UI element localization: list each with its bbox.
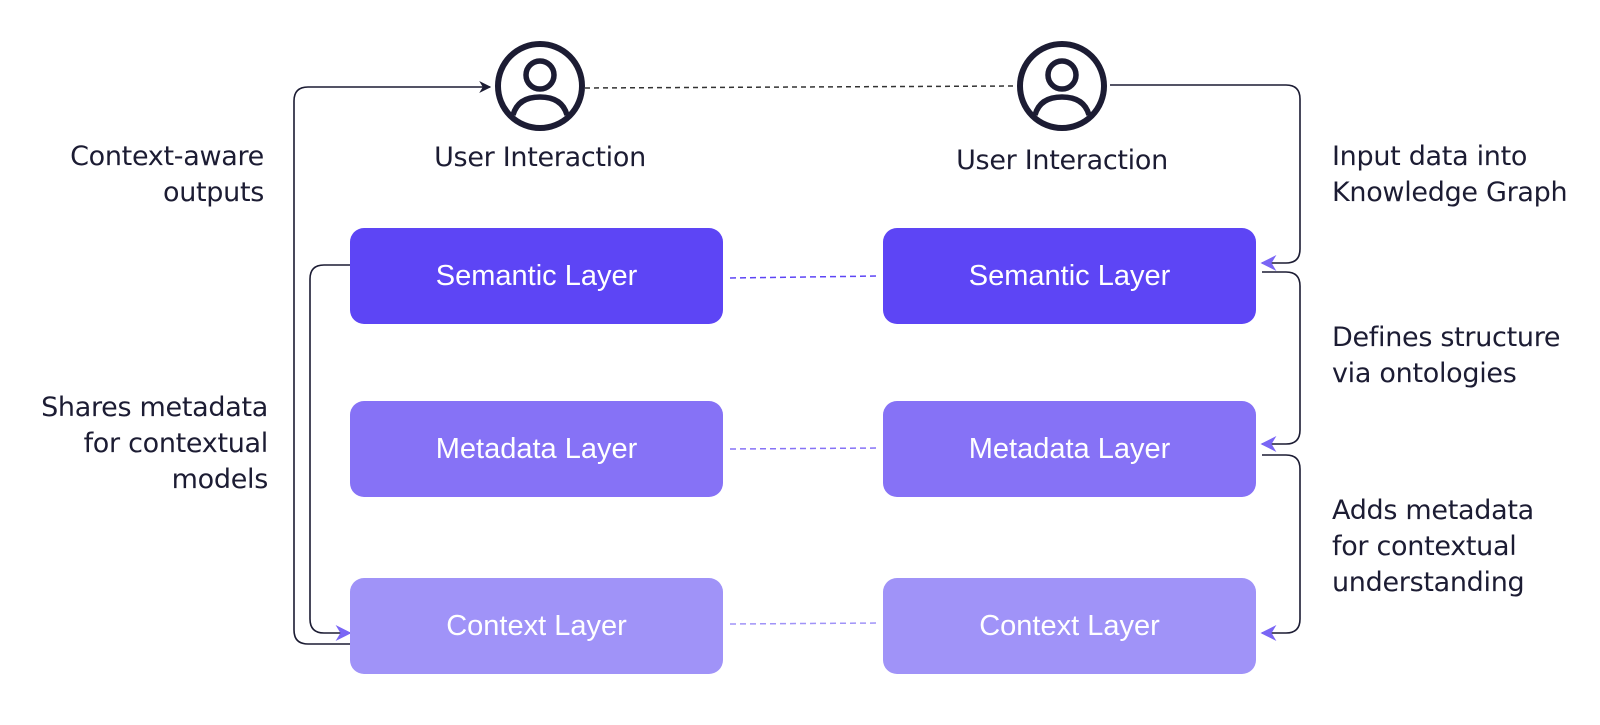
annotation-line: Adds metadata <box>1332 495 1534 526</box>
left-metadata-layer: Metadata Layer <box>350 401 723 497</box>
right-context-layer: Context Layer <box>883 578 1256 674</box>
annotation-line: Knowledge Graph <box>1332 177 1568 208</box>
right-input-arrow <box>1110 84 1301 271</box>
user-icon <box>495 41 585 131</box>
annotation-context-aware-outputs: Context-aware outputs <box>20 139 264 211</box>
annotation-defines-structure: Defines structure via ontologies <box>1332 320 1582 392</box>
annotation-line: Shares metadata <box>41 392 268 423</box>
metadata-link-dashed-line <box>729 447 881 450</box>
annotation-line: Defines structure <box>1332 322 1561 353</box>
right-metadata-layer: Metadata Layer <box>883 401 1256 497</box>
right-semantic-to-metadata-arrow <box>1260 271 1301 452</box>
semantic-link-dashed-line <box>729 275 881 279</box>
user-link-dashed-line <box>584 85 1016 89</box>
right-semantic-layer: Semantic Layer <box>883 228 1256 324</box>
annotation-line: Input data into <box>1332 141 1528 172</box>
annotation-line: for contextual <box>83 428 269 459</box>
left-inner-arrow <box>309 264 352 641</box>
left-outer-arrow <box>293 81 492 645</box>
annotation-line: outputs <box>162 177 264 208</box>
right-metadata-to-context-arrow <box>1260 454 1301 641</box>
annotation-line: understanding <box>1332 567 1525 598</box>
left-user-label: User Interaction <box>434 142 646 173</box>
user-icon <box>1017 41 1107 131</box>
left-context-layer: Context Layer <box>350 578 723 674</box>
right-user-label: User Interaction <box>956 145 1168 176</box>
context-link-dashed-line <box>729 622 881 625</box>
annotation-adds-metadata: Adds metadata for contextual understandi… <box>1332 493 1582 601</box>
annotation-shares-metadata: Shares metadata for contextual models <box>10 390 268 498</box>
annotation-line: via ontologies <box>1332 358 1517 389</box>
annotation-line: for contextual <box>1332 531 1517 562</box>
annotation-input-data: Input data into Knowledge Graph <box>1332 139 1582 211</box>
left-semantic-layer: Semantic Layer <box>350 228 723 324</box>
annotation-line: Context-aware <box>70 141 264 172</box>
annotation-line: models <box>171 464 269 495</box>
